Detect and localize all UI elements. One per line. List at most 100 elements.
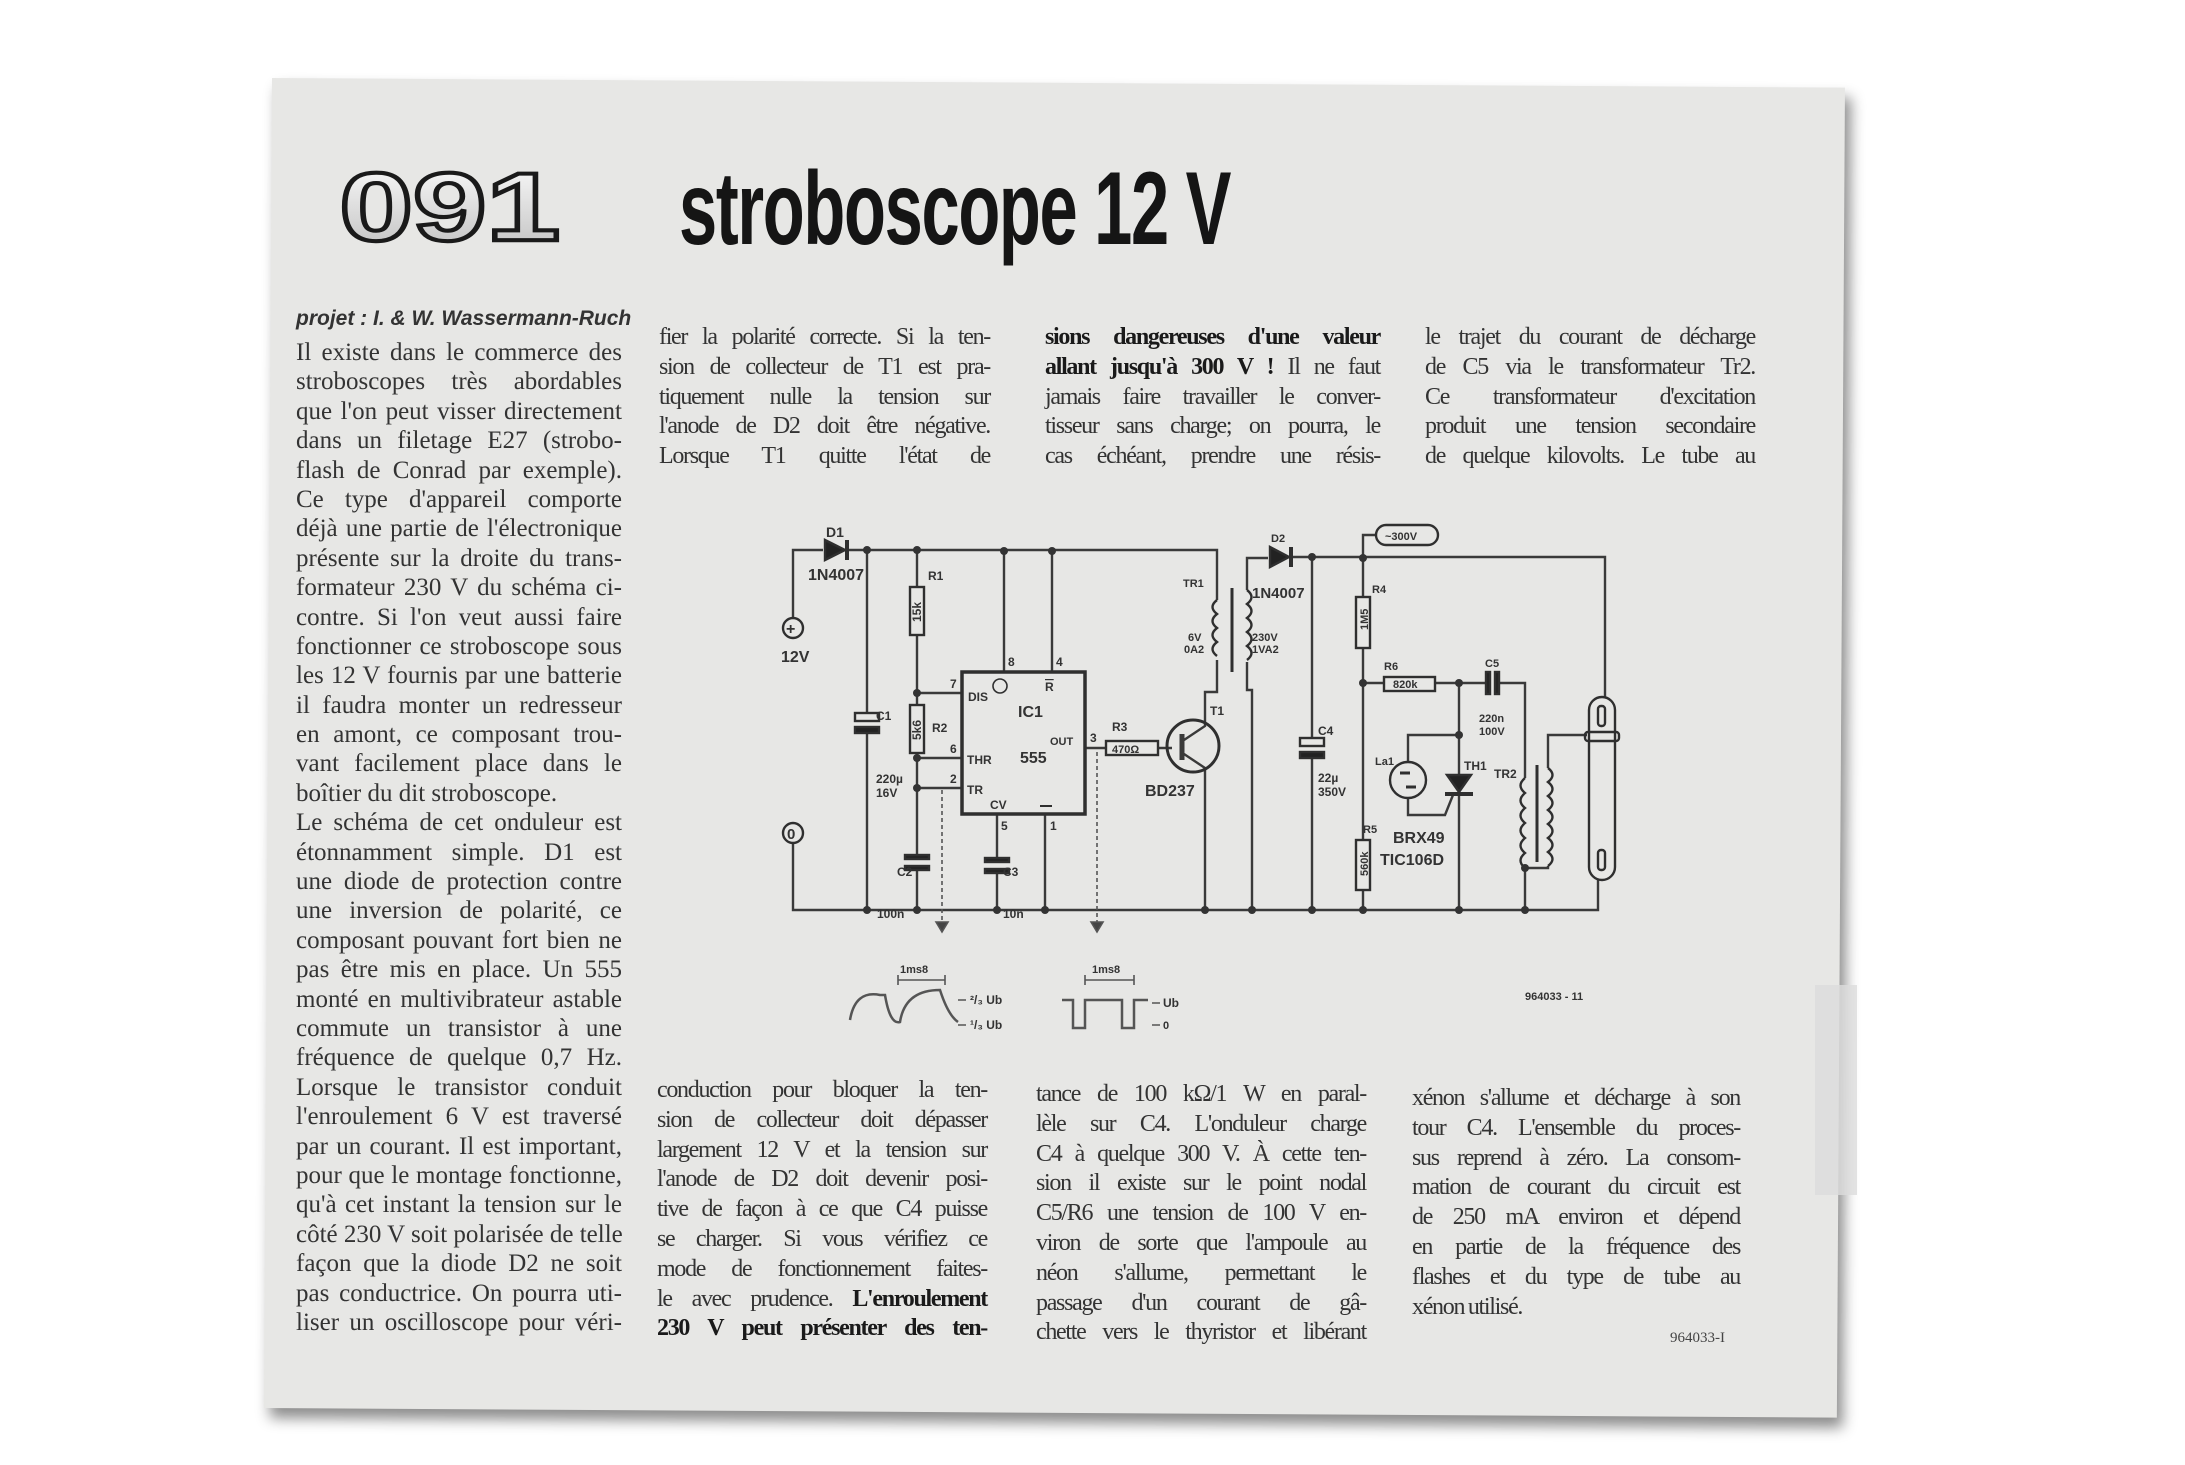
text: tance de 100 kΩ/1 W en paral- <box>1036 1081 1367 1107</box>
text-line: passage d'un courant de gâ- <box>1036 1289 1367 1319</box>
text: en partie de la fréquence des <box>1412 1233 1741 1260</box>
schematic-labels: D11N4007+12V0R115kR25k6C1220µ16VC2100nC3… <box>781 524 1583 1032</box>
label-t1-type: BD237 <box>1145 783 1195 800</box>
text: pas conductrice. On pourra uti- <box>296 1279 622 1307</box>
label-th1-type1: BRX49 <box>1393 830 1445 847</box>
label-c1-val2: 16V <box>876 786 897 800</box>
text-line: l'anode de D2 doit être négative. <box>659 412 991 442</box>
text-line: tisseur sans charge; on pourra, le <box>1045 412 1381 442</box>
text: lèle sur C4. L'onduleur charge <box>1036 1110 1367 1137</box>
text: fréquence de quelque 0,7 Hz. <box>296 1044 622 1072</box>
text-line: mode de fonctionnement faites- <box>657 1255 988 1285</box>
label-r3-val: 470Ω <box>1112 744 1139 756</box>
text: commute un transistor à une <box>296 1014 622 1042</box>
bold-text: sions dangereuses d'une valeur <box>1045 324 1381 350</box>
text: de quelque kilovolts. Le tube au <box>1425 443 1756 470</box>
text: Le schéma de cet onduleur est <box>296 809 622 837</box>
text: fier la polarité correcte. Si la ten- <box>659 324 991 350</box>
text: Ce type d'appareil comporte <box>296 485 622 513</box>
bold-text: 230 V peut présenter des ten- <box>657 1315 988 1342</box>
text: mation de courant du circuit est <box>1412 1174 1741 1201</box>
text-line: tive de façon à ce que C4 puisse <box>657 1195 988 1225</box>
text: stroboscopes très abordables <box>296 368 622 396</box>
label-th1: TH1 <box>1464 759 1487 773</box>
label-r4: R4 <box>1372 584 1387 596</box>
text-line: déjà une partie de l'électronique <box>296 514 622 543</box>
text-line: lèle sur C4. L'onduleur charge <box>1036 1110 1367 1140</box>
text-line: viron de sorte que l'ampoule au <box>1036 1229 1367 1259</box>
text-line: de C5 via le transformateur Tr2. <box>1425 353 1756 383</box>
text: en amont, ce composant trou- <box>296 721 622 749</box>
label-r4-val: 1M5 <box>1359 609 1371 630</box>
label-wave1-hi: ²/₃ Ub <box>970 993 1002 1007</box>
text: étonnamment simple. D1 est <box>296 838 622 866</box>
text-column-1: projet : I. & W. Wassermann-Ruch Il exis… <box>296 304 631 1337</box>
plus-terminal-icon <box>781 616 805 640</box>
label-c5-val1: 220n <box>1479 713 1504 725</box>
capacitor-c3-icon <box>983 856 1011 864</box>
label-c3-val: 10n <box>1003 907 1024 921</box>
text: composant pouvant fort bien ne <box>296 926 622 954</box>
label-r6: R6 <box>1384 661 1398 673</box>
text-line: sion il existe sur le point nodal <box>1036 1169 1367 1199</box>
text-line: l'enroulement 6 V est traversé <box>296 1102 622 1131</box>
text: fonctionner ce stroboscope sous <box>296 632 622 660</box>
text-line: boîtier du dit stroboscope. <box>296 779 622 808</box>
label-fig-id: 964033 - 11 <box>1525 991 1583 1003</box>
label-tr2: TR2 <box>1494 767 1517 781</box>
article-title: stroboscope 12 V <box>679 151 1231 267</box>
text-line: fréquence de quelque 0,7 Hz. <box>296 1043 622 1072</box>
text: sion il existe sur le point nodal <box>1036 1170 1367 1197</box>
text: liser un oscilloscope pour véri- <box>296 1308 622 1336</box>
wires <box>791 533 1607 912</box>
label-c5-val2: 100V <box>1479 726 1505 738</box>
capacitor-c5-icon <box>1484 670 1492 696</box>
label-thr: THR <box>967 753 992 767</box>
text-line: C5/R6 une tension de 100 V en- <box>1036 1199 1367 1229</box>
text-line: composant pouvant fort bien ne <box>296 926 622 955</box>
text-line: en amont, ce composant trou- <box>296 720 622 749</box>
scan-artifact <box>1815 985 1857 1195</box>
label-r1-val: 15k <box>910 602 924 622</box>
text: de 250 mA environ et dépend <box>1412 1204 1741 1231</box>
text-line: côté 230 V soit polarisée de telle <box>296 1220 623 1249</box>
text-column-3-bottom: tance de 100 kΩ/1 W en paral-lèle sur C4… <box>1036 1080 1367 1348</box>
resistor-r4-icon <box>1354 595 1372 650</box>
label-pin4: 4 <box>1056 655 1063 669</box>
text-line: chette vers le thyristor et libérant <box>1036 1318 1367 1348</box>
text-line: présente sur la droite du trans- <box>296 544 622 573</box>
label-v12: 12V <box>781 649 810 666</box>
text: viron de sorte que l'ampoule au <box>1036 1229 1367 1256</box>
text-line: qu'à cet instant la tension sur le <box>296 1190 622 1219</box>
text-line: de 250 mA environ et dépend <box>1412 1203 1741 1233</box>
text: pas être mis en place. Un 555 <box>296 956 622 984</box>
text-line: vant facilement place dans le <box>296 749 622 778</box>
text: déjà une partie de l'électronique <box>296 515 622 543</box>
label-pin3: 3 <box>1090 731 1097 745</box>
label-r5-val: 560k <box>1359 851 1371 876</box>
label-c2: C2 <box>897 865 913 879</box>
text: cas échéant, prendre une résis- <box>1045 443 1381 470</box>
label-d1: D1 <box>826 524 844 540</box>
ic1-555-icon <box>960 670 1087 816</box>
bold-text: L'enroulement <box>852 1285 988 1312</box>
label-la1: La1 <box>1375 756 1394 768</box>
text-line: pas conductrice. On pourra uti- <box>296 1279 622 1308</box>
text: façon que la diode D2 ne soit <box>296 1250 622 1278</box>
label-c4: C4 <box>1318 724 1334 738</box>
text-line: une inversion de polarité, ce <box>296 896 622 925</box>
label-tr1-p1: 6V <box>1188 632 1202 644</box>
junction-dots <box>863 546 1529 914</box>
text-line: façon que la diode D2 ne soit <box>296 1249 622 1278</box>
text: sion de collecteur doit dépasser <box>657 1106 988 1133</box>
text: tour C4. L'ensemble du proces- <box>1412 1114 1741 1141</box>
label-tr1: TR1 <box>1183 578 1204 590</box>
resistor-r3-icon <box>1104 739 1160 757</box>
label-r2: R2 <box>932 721 948 735</box>
resistor-r5-icon <box>1354 838 1372 892</box>
text-line: flashes et du type de tube au <box>1412 1263 1741 1293</box>
article-number: 091 <box>339 152 559 261</box>
